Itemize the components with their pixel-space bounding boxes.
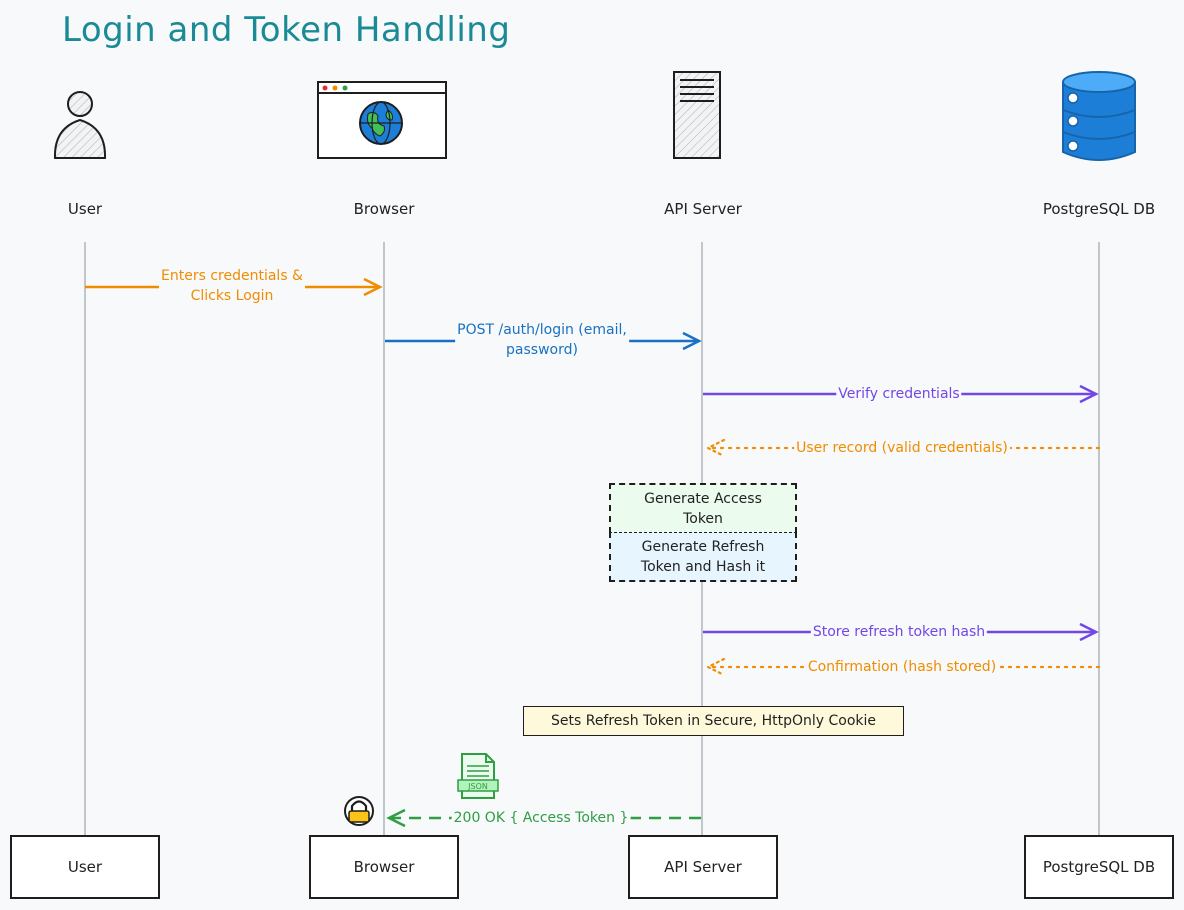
message-label-line: POST /auth/login (email, bbox=[457, 322, 627, 338]
message-label-store-hash: Store refresh token hash bbox=[810, 622, 988, 642]
message-label-line: Enters credentials & bbox=[161, 268, 303, 284]
actor-box-api-server: API Server bbox=[628, 835, 778, 899]
actor-label-postgresql-db: PostgreSQL DB bbox=[1042, 200, 1156, 218]
globe-icon bbox=[359, 101, 403, 145]
note-secure-cookie: Sets Refresh Token in Secure, HttpOnly C… bbox=[523, 706, 904, 736]
message-label-post-login: POST /auth/login (email, password) bbox=[455, 320, 629, 360]
message-arrow-200-ok bbox=[386, 808, 701, 828]
json-file-label: JSON bbox=[467, 782, 488, 791]
actor-box-browser: Browser bbox=[309, 835, 459, 899]
message-label-line: Clicks Login bbox=[190, 288, 274, 304]
message-label-user-record: User record (valid credentials) bbox=[794, 438, 1010, 458]
note-line: Token and Hash it bbox=[640, 558, 766, 575]
database-icon bbox=[1062, 71, 1136, 161]
actor-label-browser: Browser bbox=[353, 200, 415, 218]
note-generate-refresh-token: Generate Refresh Token and Hash it bbox=[609, 532, 797, 582]
message-label-line: password) bbox=[506, 342, 578, 358]
actor-box-postgresql-db: PostgreSQL DB bbox=[1024, 835, 1174, 899]
message-label-enter-credentials: Enters credentials & Clicks Login bbox=[159, 266, 305, 306]
actor-label-user: User bbox=[67, 200, 103, 218]
user-icon bbox=[53, 91, 107, 159]
message-label-200-ok: 200 OK { Access Token } bbox=[451, 808, 631, 828]
lock-icon bbox=[344, 796, 374, 826]
message-label-verify-credentials: Verify credentials bbox=[836, 384, 962, 404]
note-generate-access-token: Generate Access Token bbox=[609, 483, 797, 533]
server-icon bbox=[673, 71, 721, 159]
browser-window-icon bbox=[317, 81, 447, 159]
json-file-icon: JSON bbox=[457, 753, 499, 799]
page-title: Login and Token Handling bbox=[62, 10, 511, 50]
message-label-confirmation: Confirmation (hash stored) bbox=[805, 657, 999, 677]
note-line: Token bbox=[683, 510, 723, 527]
actor-box-user: User bbox=[10, 835, 160, 899]
note-line: Generate Refresh bbox=[641, 538, 765, 555]
note-line: Generate Access bbox=[644, 490, 762, 507]
actor-label-api-server: API Server bbox=[664, 200, 742, 218]
